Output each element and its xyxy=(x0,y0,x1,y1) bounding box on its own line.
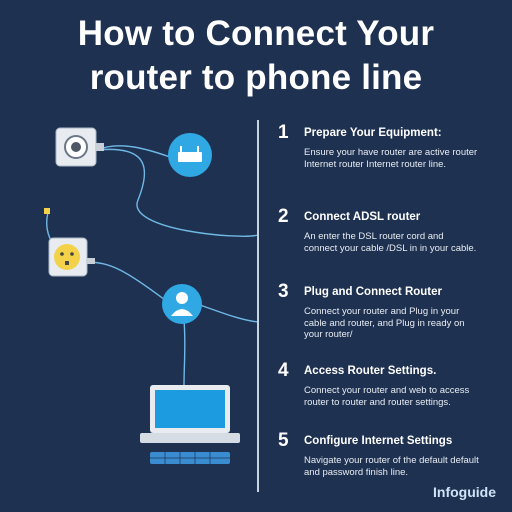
step-number: 1 xyxy=(278,122,289,143)
step-description: Navigate your router of the default defa… xyxy=(304,455,479,478)
step-description: Ensure your have router are active route… xyxy=(304,147,478,170)
power-outlet-icon xyxy=(44,208,95,277)
step-title: Access Router Settings. xyxy=(304,365,437,377)
step-title: Prepare Your Equipment: xyxy=(304,127,442,139)
step-number: 4 xyxy=(278,360,289,381)
phone-wall-jack-icon xyxy=(55,127,104,167)
step-title: Connect ADSL router xyxy=(304,211,421,223)
title-line-1: How to Connect Your xyxy=(77,14,435,53)
step-3: 3 Plug and Connect Router Connect your r… xyxy=(278,281,498,341)
step-title: Plug and Connect Router xyxy=(304,286,442,298)
page-title: How to Connect Your router to phone line xyxy=(0,12,512,100)
step-title: Configure Internet Settings xyxy=(304,435,453,447)
timeline-divider xyxy=(257,120,259,492)
laptop-icon xyxy=(140,385,240,464)
title-line-2: router to phone line xyxy=(89,58,423,97)
router-icon xyxy=(168,133,212,177)
step-number: 3 xyxy=(278,281,289,302)
outlet-cable xyxy=(85,261,166,301)
step-5: 5 Configure Internet Settings Navigate y… xyxy=(278,430,498,478)
user-icon xyxy=(162,284,202,324)
step-number: 5 xyxy=(278,430,289,451)
step-2: 2 Connect ADSL router An enter the DSL r… xyxy=(278,206,498,254)
step-description: Connect your router and Plug in your cab… xyxy=(304,306,465,340)
step-description: An enter the DSL router cord and connect… xyxy=(304,231,477,254)
step-description: Connect your router and web to access ro… xyxy=(304,385,470,408)
step3-connector xyxy=(199,304,259,323)
router-link-cable xyxy=(96,145,171,158)
step-number: 2 xyxy=(278,206,289,227)
brand-logo: Infoguide xyxy=(433,484,496,500)
phone-cable xyxy=(96,148,259,237)
user-link-cable xyxy=(183,319,186,386)
step-4: 4 Access Router Settings. Connect your r… xyxy=(278,360,498,408)
step-1: 1 Prepare Your Equipment: Ensure your ha… xyxy=(278,122,498,170)
